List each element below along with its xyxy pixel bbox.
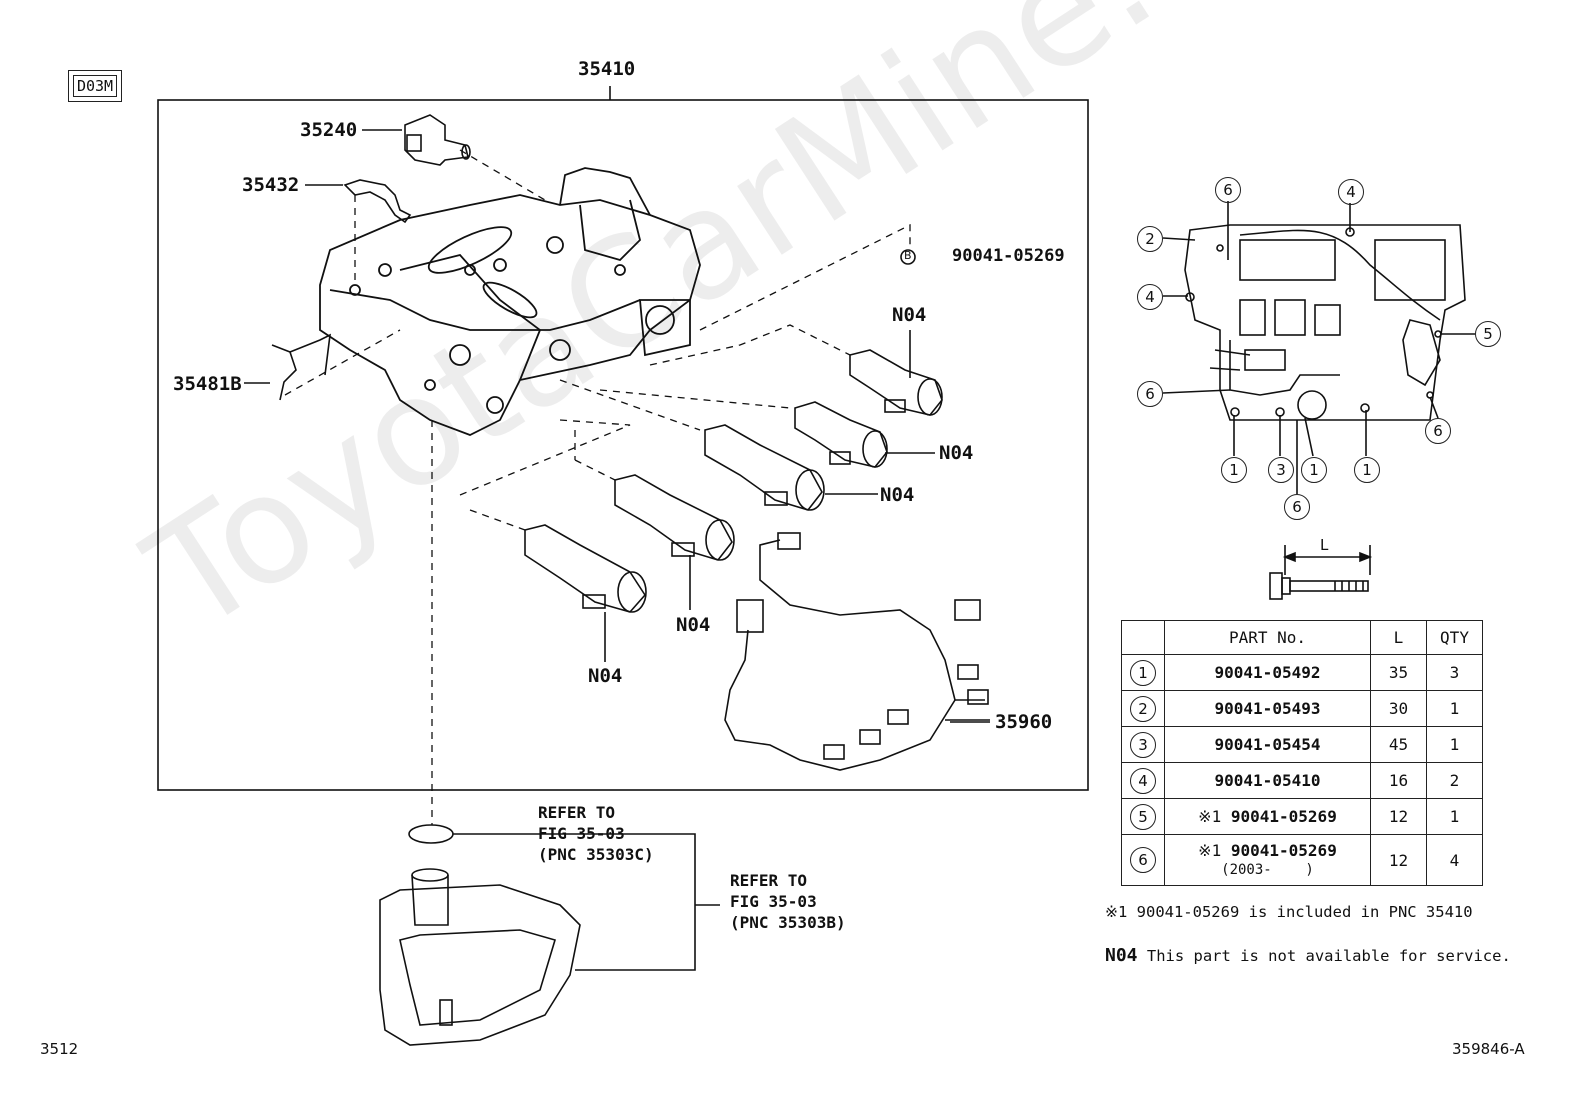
footnote-n04-code: N04: [1105, 945, 1138, 966]
table-row: 2 90041-05493 30 1: [1121, 690, 1483, 727]
bolt-parts-table: PART No. L QTY 1 90041-05492 35 3 2 9004…: [1121, 620, 1483, 886]
refer-line: FIG 35-03: [538, 824, 625, 843]
spring-drawing: [271, 333, 331, 401]
callout-3: 3: [1268, 457, 1294, 483]
solenoid-4: [614, 474, 735, 561]
bolt-length: 12: [1370, 798, 1427, 835]
label-sensor: 35240: [300, 119, 358, 141]
table-header-index: [1121, 620, 1165, 655]
label-bracket: 35432: [242, 174, 300, 196]
table-header-part: PART No.: [1164, 620, 1371, 655]
bolt-length-label: L: [1320, 536, 1329, 554]
assembly-frame: [157, 99, 1089, 791]
bolt-b-mark: B: [904, 249, 912, 262]
refer-line: FIG 35-03: [730, 892, 817, 911]
callout-2: 2: [1137, 226, 1163, 252]
refer-line: REFER TO: [730, 871, 808, 890]
part-number: 90041-05410: [1164, 762, 1371, 799]
part-number: 90041-05269: [1230, 840, 1337, 860]
label-n04-1: N04: [892, 304, 927, 326]
label-harness: 35960: [995, 711, 1053, 733]
page-number-left: 3512: [40, 1040, 79, 1058]
bolt-length: 16: [1370, 762, 1427, 799]
table-header-length: L: [1370, 620, 1427, 655]
row-number: 2: [1130, 695, 1156, 722]
callout-6: 6: [1284, 494, 1310, 520]
label-n04-5: N04: [588, 665, 623, 687]
diagram-code-tag: D03M: [68, 70, 122, 102]
part-number: 90041-05269: [1230, 807, 1337, 826]
page-number-right: 359846-A: [1452, 1040, 1525, 1058]
bolt-length: 45: [1370, 726, 1427, 763]
row-number: 5: [1130, 803, 1156, 830]
callout-4: 4: [1137, 284, 1163, 310]
row-number: 4: [1130, 767, 1156, 794]
bolt-length: 30: [1370, 690, 1427, 727]
table-row: 5 ※1 90041-05269 12 1: [1121, 798, 1483, 835]
bracket-drawing: [343, 179, 412, 224]
footnote-n04-text: This part is not available for service.: [1146, 947, 1511, 965]
refer-line: (PNC 35303B): [730, 913, 846, 932]
label-n04-4: N04: [676, 614, 711, 636]
row-number: 3: [1130, 731, 1156, 758]
callout-6: 6: [1215, 177, 1241, 203]
quantity: 3: [1426, 654, 1483, 691]
callout-5: 5: [1475, 321, 1501, 347]
callout-6: 6: [1137, 381, 1163, 407]
part-number-cell: ※1 90041-05269: [1164, 798, 1371, 835]
bolt-dimension-drawing: [1269, 545, 1373, 600]
solenoid-1: [849, 349, 943, 416]
table-row: 3 90041-05454 45 1: [1121, 726, 1483, 763]
refer-note-strainer: REFER TO FIG 35-03 (PNC 35303B): [730, 870, 846, 933]
table-header-qty: QTY: [1426, 620, 1483, 655]
part-number-cell: ※1 90041-05269(2003- ): [1164, 834, 1371, 886]
quantity: 1: [1426, 798, 1483, 835]
part-number: 90041-05492: [1164, 654, 1371, 691]
label-n04-3: N04: [880, 484, 915, 506]
wire-harness-drawing: [724, 532, 990, 771]
solenoid-3: [704, 424, 825, 511]
quantity: 4: [1426, 834, 1483, 886]
solenoid-5: [524, 524, 647, 613]
bolt-length: 35: [1370, 654, 1427, 691]
table-row: 6 ※1 90041-05269(2003- ) 12 4: [1121, 834, 1483, 886]
row-number: 6: [1130, 847, 1156, 873]
refer-line: REFER TO: [538, 803, 616, 822]
footnote-n04: N04 This part is not available for servi…: [1105, 945, 1511, 966]
refer-line: (PNC 35303C): [538, 845, 654, 864]
refer-note-gasket: REFER TO FIG 35-03 (PNC 35303C): [538, 802, 654, 865]
sensor-drawing: [404, 114, 471, 166]
label-bolt-b: 90041-05269: [952, 246, 1065, 266]
part-number: 90041-05454: [1164, 726, 1371, 763]
table-row: 1 90041-05492 35 3: [1121, 654, 1483, 691]
footnote-included: ※1 90041-05269 is included in PNC 35410: [1105, 903, 1473, 921]
quantity: 1: [1426, 690, 1483, 727]
valve-body-drawing: [319, 167, 701, 436]
label-assembly: 35410: [578, 58, 636, 80]
row-number: 1: [1130, 659, 1156, 686]
footnote-mark: ※1: [1198, 807, 1222, 826]
callout-1: 1: [1221, 457, 1247, 483]
callout-6: 6: [1425, 418, 1451, 444]
quantity: 1: [1426, 726, 1483, 763]
part-date-range: (2003- ): [1221, 861, 1314, 878]
label-spring: 35481B: [173, 373, 242, 395]
bolt-length: 12: [1370, 834, 1427, 886]
label-n04-2: N04: [939, 442, 974, 464]
table-row: 4 90041-05410 16 2: [1121, 762, 1483, 799]
part-number: 90041-05493: [1164, 690, 1371, 727]
callout-1: 1: [1301, 457, 1327, 483]
callout-4: 4: [1338, 179, 1364, 205]
footnote-mark: ※1: [1198, 840, 1222, 860]
diagram-code: D03M: [72, 75, 118, 97]
callout-1: 1: [1354, 457, 1380, 483]
solenoid-2: [794, 401, 888, 468]
quantity: 2: [1426, 762, 1483, 799]
